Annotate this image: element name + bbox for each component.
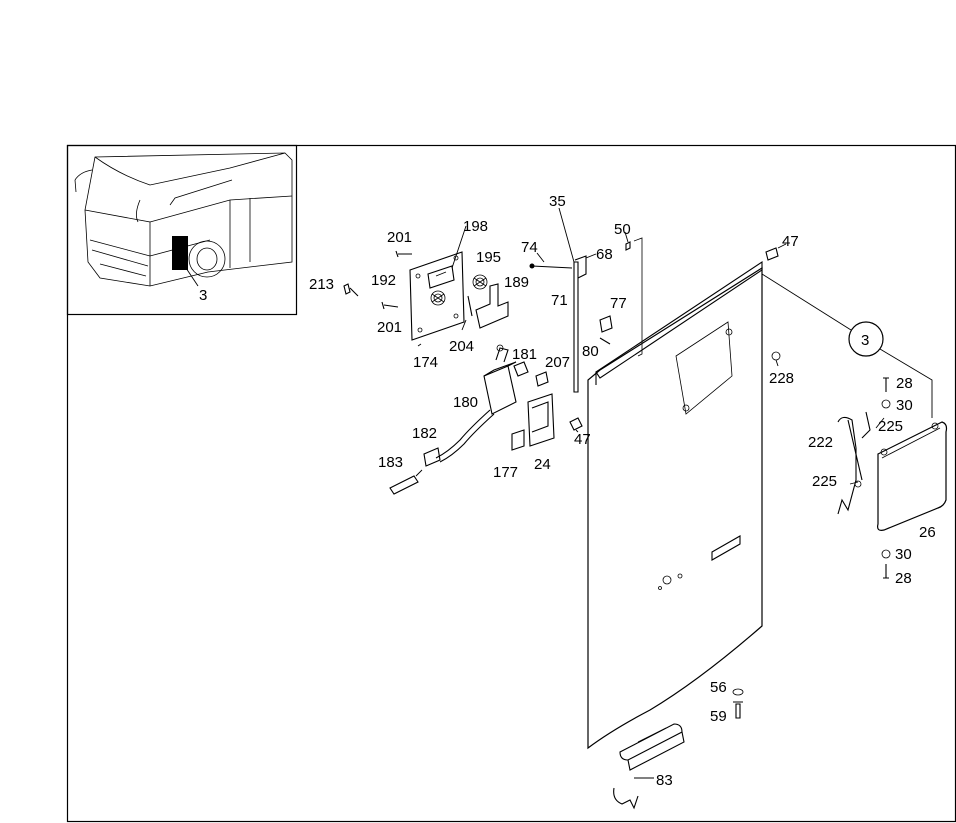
callout-183: 183 (378, 454, 403, 471)
callout-47-mid: 47 (574, 431, 591, 448)
door-panel (587, 260, 763, 750)
bolt-59 (733, 701, 743, 719)
bolt-213 (343, 283, 359, 297)
screw-201-bottom (381, 301, 399, 310)
callout-225-mid: 225 (812, 473, 837, 490)
bus-inset-illustration: 3 (74, 152, 293, 304)
callout-198: 198 (463, 218, 488, 235)
callout-74: 74 (521, 239, 538, 256)
callout-195: 195 (476, 249, 501, 266)
callout-201-top: 201 (387, 229, 412, 246)
callout-71: 71 (551, 292, 568, 309)
callout-207: 207 (545, 354, 570, 371)
callout-30-top: 30 (896, 397, 913, 414)
callout-24: 24 (534, 456, 551, 473)
group-reference-circle: 3 (761, 273, 933, 418)
callout-204: 204 (449, 338, 474, 355)
bracket-189 (475, 283, 509, 329)
svg-text:3: 3 (861, 332, 869, 349)
callout-56: 56 (710, 679, 727, 696)
callout-189: 189 (504, 274, 529, 291)
callout-59: 59 (710, 708, 727, 725)
callout-181: 181 (512, 346, 537, 363)
nut-207 (535, 371, 549, 387)
callout-192: 192 (371, 272, 396, 289)
mounting-plate-174 (409, 225, 467, 347)
callout-68: 68 (596, 246, 613, 263)
callout-180: 180 (453, 394, 478, 411)
screw-28-bottom (883, 564, 889, 579)
callout-174: 174 (413, 354, 438, 371)
inset-label: 3 (199, 287, 207, 304)
callout-228: 228 (769, 370, 794, 387)
callout-225-top: 225 (878, 418, 903, 435)
screw-80 (599, 337, 611, 345)
bolt-47-top (765, 243, 787, 261)
callout-30-bottom: 30 (895, 546, 912, 563)
callout-83: 83 (656, 772, 673, 789)
callout-28-bottom: 28 (895, 570, 912, 587)
washer-56 (732, 688, 744, 696)
nut-30-bottom (881, 549, 891, 559)
callout-201-bottom: 201 (377, 319, 402, 336)
plug-228 (771, 351, 781, 361)
rod-50 (624, 231, 643, 357)
callout-222: 222 (808, 434, 833, 451)
clip-177 (511, 429, 525, 451)
callout-50: 50 (614, 221, 631, 238)
callout-213: 213 (309, 276, 334, 293)
rod-assembly (529, 207, 597, 393)
callout-26: 26 (919, 524, 936, 541)
callout-177: 177 (493, 464, 518, 481)
callout-80: 80 (582, 343, 599, 360)
bolt-47-mid (569, 417, 583, 433)
inset-frame (66, 144, 298, 316)
rod-222 (837, 411, 871, 515)
actuator-180 (389, 344, 517, 495)
callout-182: 182 (412, 425, 437, 442)
screw-28-top (883, 377, 889, 392)
screw-201-top (395, 250, 412, 258)
insert-77 (599, 315, 613, 333)
flap-26 (877, 421, 948, 531)
callout-35: 35 (549, 193, 566, 210)
callout-47-top: 47 (782, 233, 799, 250)
screw-204 (467, 295, 473, 317)
callout-77: 77 (610, 295, 627, 312)
nut-30-top (881, 399, 891, 409)
nut-181 (513, 361, 529, 377)
spring-195 (472, 274, 488, 290)
seal-83 (613, 723, 685, 810)
striker-24 (527, 393, 555, 447)
callout-28-top: 28 (896, 375, 913, 392)
